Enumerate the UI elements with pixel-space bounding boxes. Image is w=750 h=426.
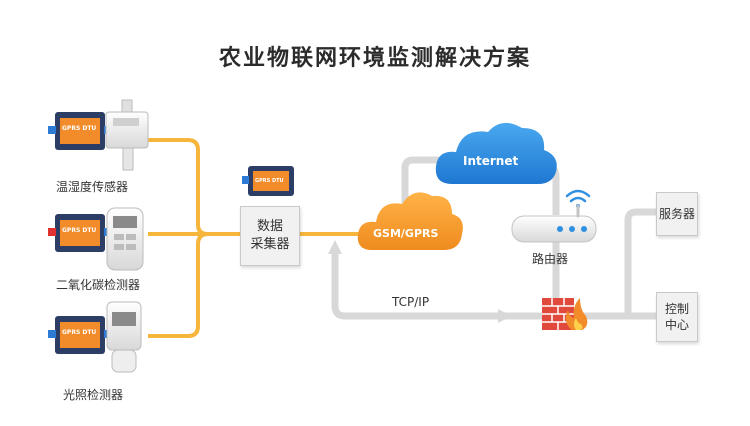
data-collector-line2: 采集器 bbox=[250, 237, 290, 252]
line-sensor1 bbox=[148, 138, 240, 236]
label-co2-detector: 二氧化碳检测器 bbox=[56, 278, 141, 292]
control-center-line2: 中心 bbox=[664, 318, 689, 332]
tcpip-label: TCP/IP bbox=[392, 295, 430, 309]
dtu-module-collector bbox=[242, 166, 294, 196]
line-to-server bbox=[624, 208, 656, 316]
control-center-box: 控制 中心 bbox=[656, 292, 698, 342]
line-sensor3 bbox=[148, 232, 209, 338]
arrow-right-icon bbox=[498, 309, 512, 323]
control-center-line1: 控制 bbox=[664, 302, 689, 316]
arrow-up-icon bbox=[328, 240, 342, 254]
server-box: 服务器 bbox=[656, 192, 698, 236]
internet-cloud bbox=[435, 122, 557, 184]
dtu-label-3: GPRS DTU bbox=[62, 329, 97, 336]
wifi-icon bbox=[565, 189, 591, 218]
light-detector-device bbox=[106, 301, 142, 373]
server-label: 服务器 bbox=[658, 207, 695, 221]
gsm-gprs-cloud bbox=[357, 192, 463, 250]
label-light-detector: 光照检测器 bbox=[63, 388, 124, 402]
internet-label: Internet bbox=[463, 154, 519, 168]
line-gsm-internet bbox=[401, 156, 445, 205]
data-collector-line1: 数据 bbox=[256, 219, 283, 234]
page-title: 农业物联网环境监测解决方案 bbox=[218, 46, 531, 71]
co2-detector-device bbox=[106, 207, 144, 271]
data-collector-box: 数据 采集器 bbox=[240, 206, 300, 266]
flame-icon bbox=[565, 298, 588, 330]
line-return bbox=[331, 250, 556, 320]
temp-humidity-sensor-device bbox=[105, 99, 149, 171]
router-label: 路由器 bbox=[532, 252, 569, 266]
dtu-label-2: GPRS DTU bbox=[62, 227, 97, 234]
dtu-label-1: GPRS DTU bbox=[62, 125, 97, 132]
gsm-gprs-label: GSM/GPRS bbox=[373, 227, 439, 240]
dtu-module-2 bbox=[48, 214, 109, 252]
label-temp-humidity-sensor: 温湿度传感器 bbox=[56, 180, 129, 194]
router-device bbox=[511, 215, 597, 243]
dtu-label-collector: GPRS DTU bbox=[255, 178, 284, 184]
